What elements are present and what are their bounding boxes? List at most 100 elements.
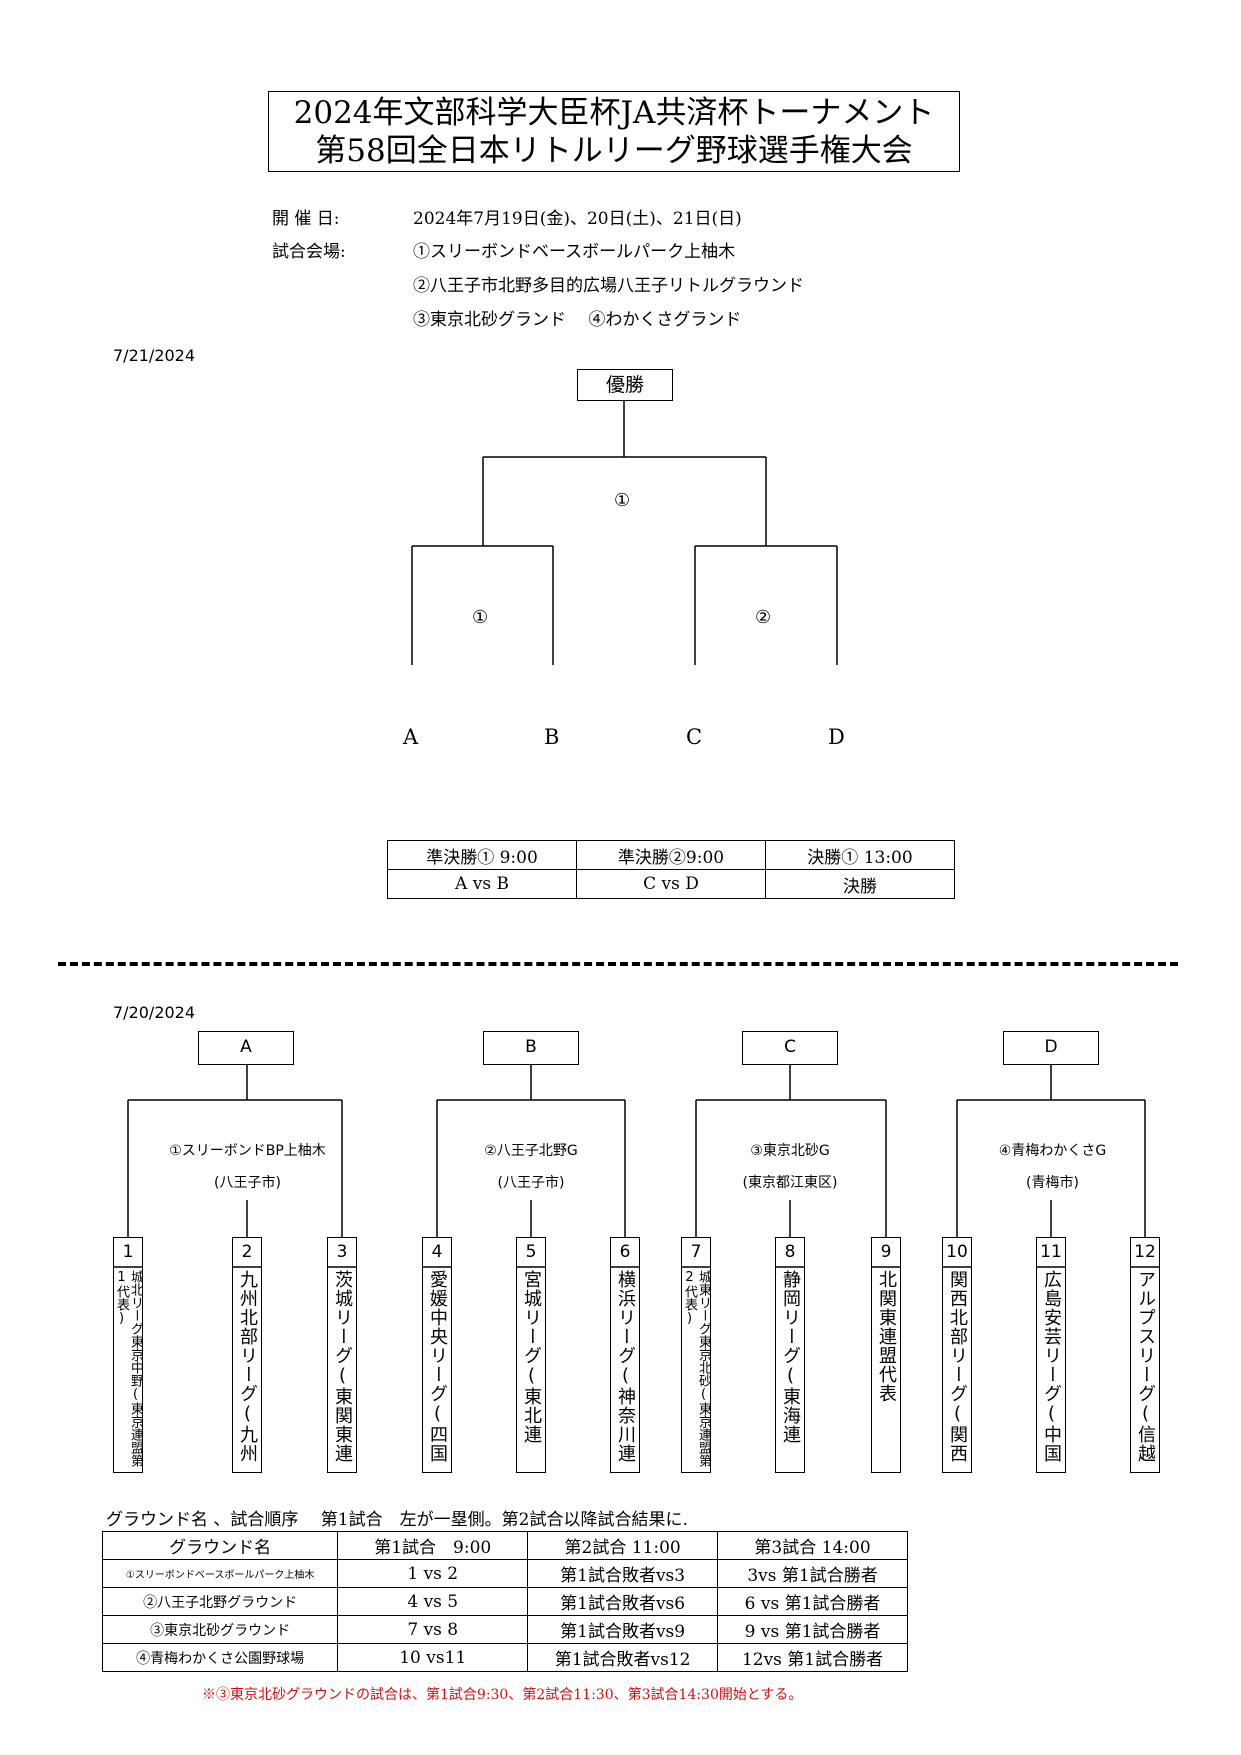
ground-header: 第2試合 11:00 <box>527 1531 719 1560</box>
group-box-d: D <box>1003 1031 1099 1065</box>
semi-ground-1: ① <box>472 607 489 628</box>
group-box-b: B <box>483 1031 579 1065</box>
ground-name: ②八王子北野グラウンド <box>101 1587 339 1616</box>
team-number: 12 <box>1134 1242 1156 1262</box>
venue-name: ②八王子北野G <box>484 1143 578 1159</box>
group-box-a: A <box>198 1031 294 1065</box>
champion-box: 優勝 <box>577 369 673 401</box>
ground-name: ③東京北砂グラウンド <box>101 1615 339 1644</box>
team-box-8: 静岡リーグ(東海連盟) <box>775 1237 805 1473</box>
dates-label: 開 催 日: <box>272 209 340 229</box>
group-venue-c: ③東京北砂G (東京都江東区) <box>700 1135 880 1199</box>
schedule-header: 決勝① 13:00 <box>765 840 955 870</box>
ground-name: ①スリーボンドベースボールパーク上柚木 <box>101 1559 339 1588</box>
ground-cell: 6 vs 第1試合勝者 <box>717 1587 908 1616</box>
ground-cell: 第1試合敗者vs3 <box>527 1559 719 1588</box>
ground-header: 第3試合 14:00 <box>717 1531 908 1560</box>
schedule-header: 準決勝②9:00 <box>576 840 766 870</box>
group-venue-b: ②八王子北野G (八王子市) <box>436 1135 626 1199</box>
section-divider <box>58 962 1178 966</box>
team-name: 城東リーグ東京北砂(東京連盟第2代表) <box>682 1270 710 1467</box>
venue-label: 試合会場: <box>272 242 346 262</box>
team-box-6: 横浜リーグ(神奈川連盟) <box>610 1237 640 1473</box>
ground-cell: 第1試合敗者vs6 <box>527 1587 719 1616</box>
group-venue-d: ④青梅わかくさG (青梅市) <box>960 1135 1145 1199</box>
ground-cell: 1 vs 2 <box>337 1559 529 1588</box>
ground-cell: 第1試合敗者vs9 <box>527 1615 719 1644</box>
title-line-1: 2024年文部科学大臣杯JA共済杯トーナメント <box>293 95 935 131</box>
schedule-value: C vs D <box>576 869 766 899</box>
ground-cell: 9 vs 第1試合勝者 <box>717 1615 908 1644</box>
venue-name: ③東京北砂G <box>750 1143 830 1159</box>
ground-header: グラウンド名 <box>101 1531 339 1560</box>
final-schedule-table: 準決勝① 9:00 準決勝②9:00 決勝① 13:00 A vs B C vs… <box>387 840 955 899</box>
team-box-7: 城東リーグ東京北砂(東京連盟第2代表) <box>681 1237 711 1473</box>
letter-a: A <box>403 725 419 749</box>
team-box-4: 愛媛中央リーグ(四国連盟) <box>422 1237 452 1473</box>
team-box-11: 広島安芸リーグ(中国連盟) <box>1036 1237 1066 1473</box>
ground-cell: 7 vs 8 <box>337 1615 529 1644</box>
venue-city: (青梅市) <box>1026 1175 1079 1191</box>
team-number: 4 <box>431 1242 443 1262</box>
group-box-c: C <box>742 1031 838 1065</box>
team-number: 11 <box>1040 1242 1062 1262</box>
venue-2: ②八王子市北野多目的広場八王子リトルグラウンド <box>413 276 804 296</box>
ground-table-caption: グラウンド名 、試合順序 第1試合 左が一塁側。第2試合以降試合結果に. <box>106 1510 688 1530</box>
team-box-3: 茨城リーグ(東関東連盟) <box>327 1237 357 1473</box>
qf-date: 7/20/2024 <box>113 1003 196 1022</box>
letter-b: B <box>544 725 560 749</box>
semi-ground-2: ② <box>755 607 772 628</box>
team-number: 8 <box>784 1242 796 1262</box>
venue-city: (八王子市) <box>497 1175 565 1191</box>
team-name: 宮城リーグ(東北連盟) <box>521 1270 542 1444</box>
venue-3: ③東京北砂グランド ④わかくさグランド <box>413 310 742 330</box>
final-ground: ① <box>614 490 631 511</box>
venue-city: (東京都江東区) <box>742 1175 838 1191</box>
team-name: 九州北部リーグ(九州連盟) <box>237 1270 258 1463</box>
ground-cell: 第1試合敗者vs12 <box>527 1643 719 1672</box>
team-name: アルプスリーグ(信越連盟) <box>1135 1270 1156 1463</box>
ground-cell: 3vs 第1試合勝者 <box>717 1559 908 1588</box>
team-name: 北関東連盟代表 <box>876 1270 897 1403</box>
dates-value: 2024年7月19日(金)、20日(土)、21日(日) <box>413 209 742 229</box>
ground-cell: 12vs 第1試合勝者 <box>717 1643 908 1672</box>
team-number: 7 <box>690 1242 702 1262</box>
team-number: 5 <box>525 1242 537 1262</box>
team-name: 城北リーグ東京中野(東京連盟第1代表) <box>114 1270 142 1467</box>
ground-cell: 4 vs 5 <box>337 1587 529 1616</box>
team-number: 10 <box>946 1242 968 1262</box>
team-name: 愛媛中央リーグ(四国連盟) <box>427 1270 448 1463</box>
ground-cell: 10 vs11 <box>337 1643 529 1672</box>
team-number: 6 <box>619 1242 631 1262</box>
team-box-1: 城北リーグ東京中野(東京連盟第1代表) <box>113 1237 143 1473</box>
team-number: 2 <box>241 1242 253 1262</box>
letter-c: C <box>686 725 703 749</box>
ground-note: ※③東京北砂グラウンドの試合は、第1試合9:30、第2試合11:30、第3試合1… <box>202 1687 803 1703</box>
team-name: 広島安芸リーグ(中国連盟) <box>1041 1270 1062 1463</box>
venue-1: ①スリーボンドベースボールパーク上柚木 <box>413 242 736 262</box>
team-number: 1 <box>122 1242 134 1262</box>
team-number: 3 <box>336 1242 348 1262</box>
team-name: 横浜リーグ(神奈川連盟) <box>615 1270 636 1463</box>
team-box-2: 九州北部リーグ(九州連盟) <box>232 1237 262 1473</box>
letter-d: D <box>828 725 845 749</box>
team-box-9: 北関東連盟代表 <box>871 1237 901 1473</box>
schedule-header: 準決勝① 9:00 <box>387 840 577 870</box>
team-name: 関西北部リーグ(関西連盟) <box>947 1270 968 1463</box>
schedule-value: A vs B <box>387 869 577 899</box>
ground-name: ④青梅わかくさ公園野球場 <box>101 1643 339 1672</box>
team-box-12: アルプスリーグ(信越連盟) <box>1130 1237 1160 1473</box>
venue-name: ④青梅わかくさG <box>998 1143 1107 1159</box>
document-title: 2024年文部科学大臣杯JA共済杯トーナメント 第58回全日本リトルリーグ野球選… <box>268 91 960 172</box>
ground-header: 第1試合 9:00 <box>337 1531 529 1560</box>
team-name: 静岡リーグ(東海連盟) <box>780 1270 801 1444</box>
group-venue-a: ①スリーボンドBP上柚木 (八王子市) <box>130 1135 365 1199</box>
final-date: 7/21/2024 <box>113 346 196 365</box>
ground-table: グラウンド名 第1試合 9:00 第2試合 11:00 第3試合 14:00 ①… <box>101 1531 908 1672</box>
team-name: 茨城リーグ(東関東連盟) <box>332 1270 353 1463</box>
venue-name: ①スリーボンドBP上柚木 <box>169 1143 326 1159</box>
venue-city: (八王子市) <box>214 1175 281 1191</box>
title-line-2: 第58回全日本リトルリーグ野球選手権大会 <box>315 133 913 169</box>
